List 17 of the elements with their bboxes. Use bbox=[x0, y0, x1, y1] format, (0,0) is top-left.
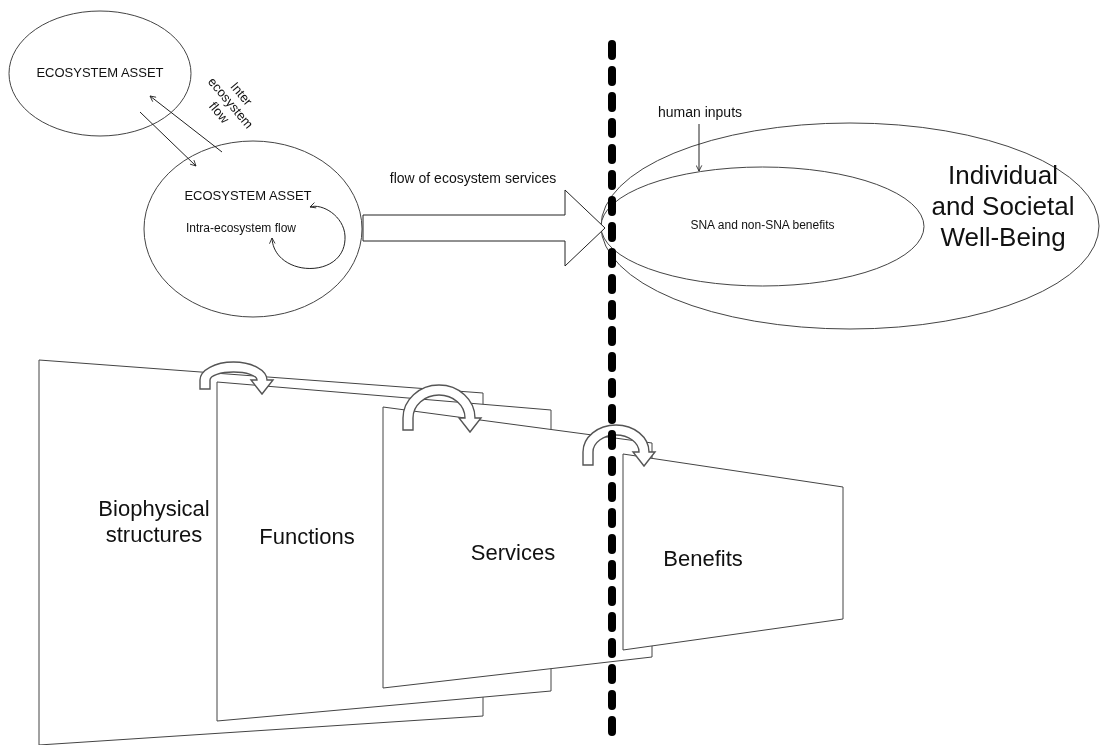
arrow bbox=[139, 111, 197, 167]
curved-block-arrow bbox=[199, 361, 274, 395]
node-label: Intra-ecosystem flow bbox=[184, 221, 297, 236]
node-label: ECOSYSTEM ASSET bbox=[183, 188, 313, 204]
arrow bbox=[149, 95, 223, 153]
node-label: Benefits bbox=[662, 546, 744, 573]
curved-block-arrow bbox=[402, 384, 482, 433]
node-label: Biophysical structures bbox=[97, 496, 211, 549]
node-label: SNA and non-SNA benefits bbox=[689, 218, 836, 233]
node-label: Services bbox=[469, 540, 557, 567]
edge-label: flow of ecosystem services bbox=[388, 171, 558, 187]
node-label: ECOSYSTEM ASSET bbox=[35, 65, 165, 81]
block-arrow bbox=[362, 189, 606, 267]
node-label: Functions bbox=[258, 524, 356, 551]
annotation-text: human inputs bbox=[656, 104, 744, 121]
curved-block-arrow bbox=[582, 424, 656, 467]
node-label: Individual and Societal Well-Being bbox=[930, 160, 1076, 254]
